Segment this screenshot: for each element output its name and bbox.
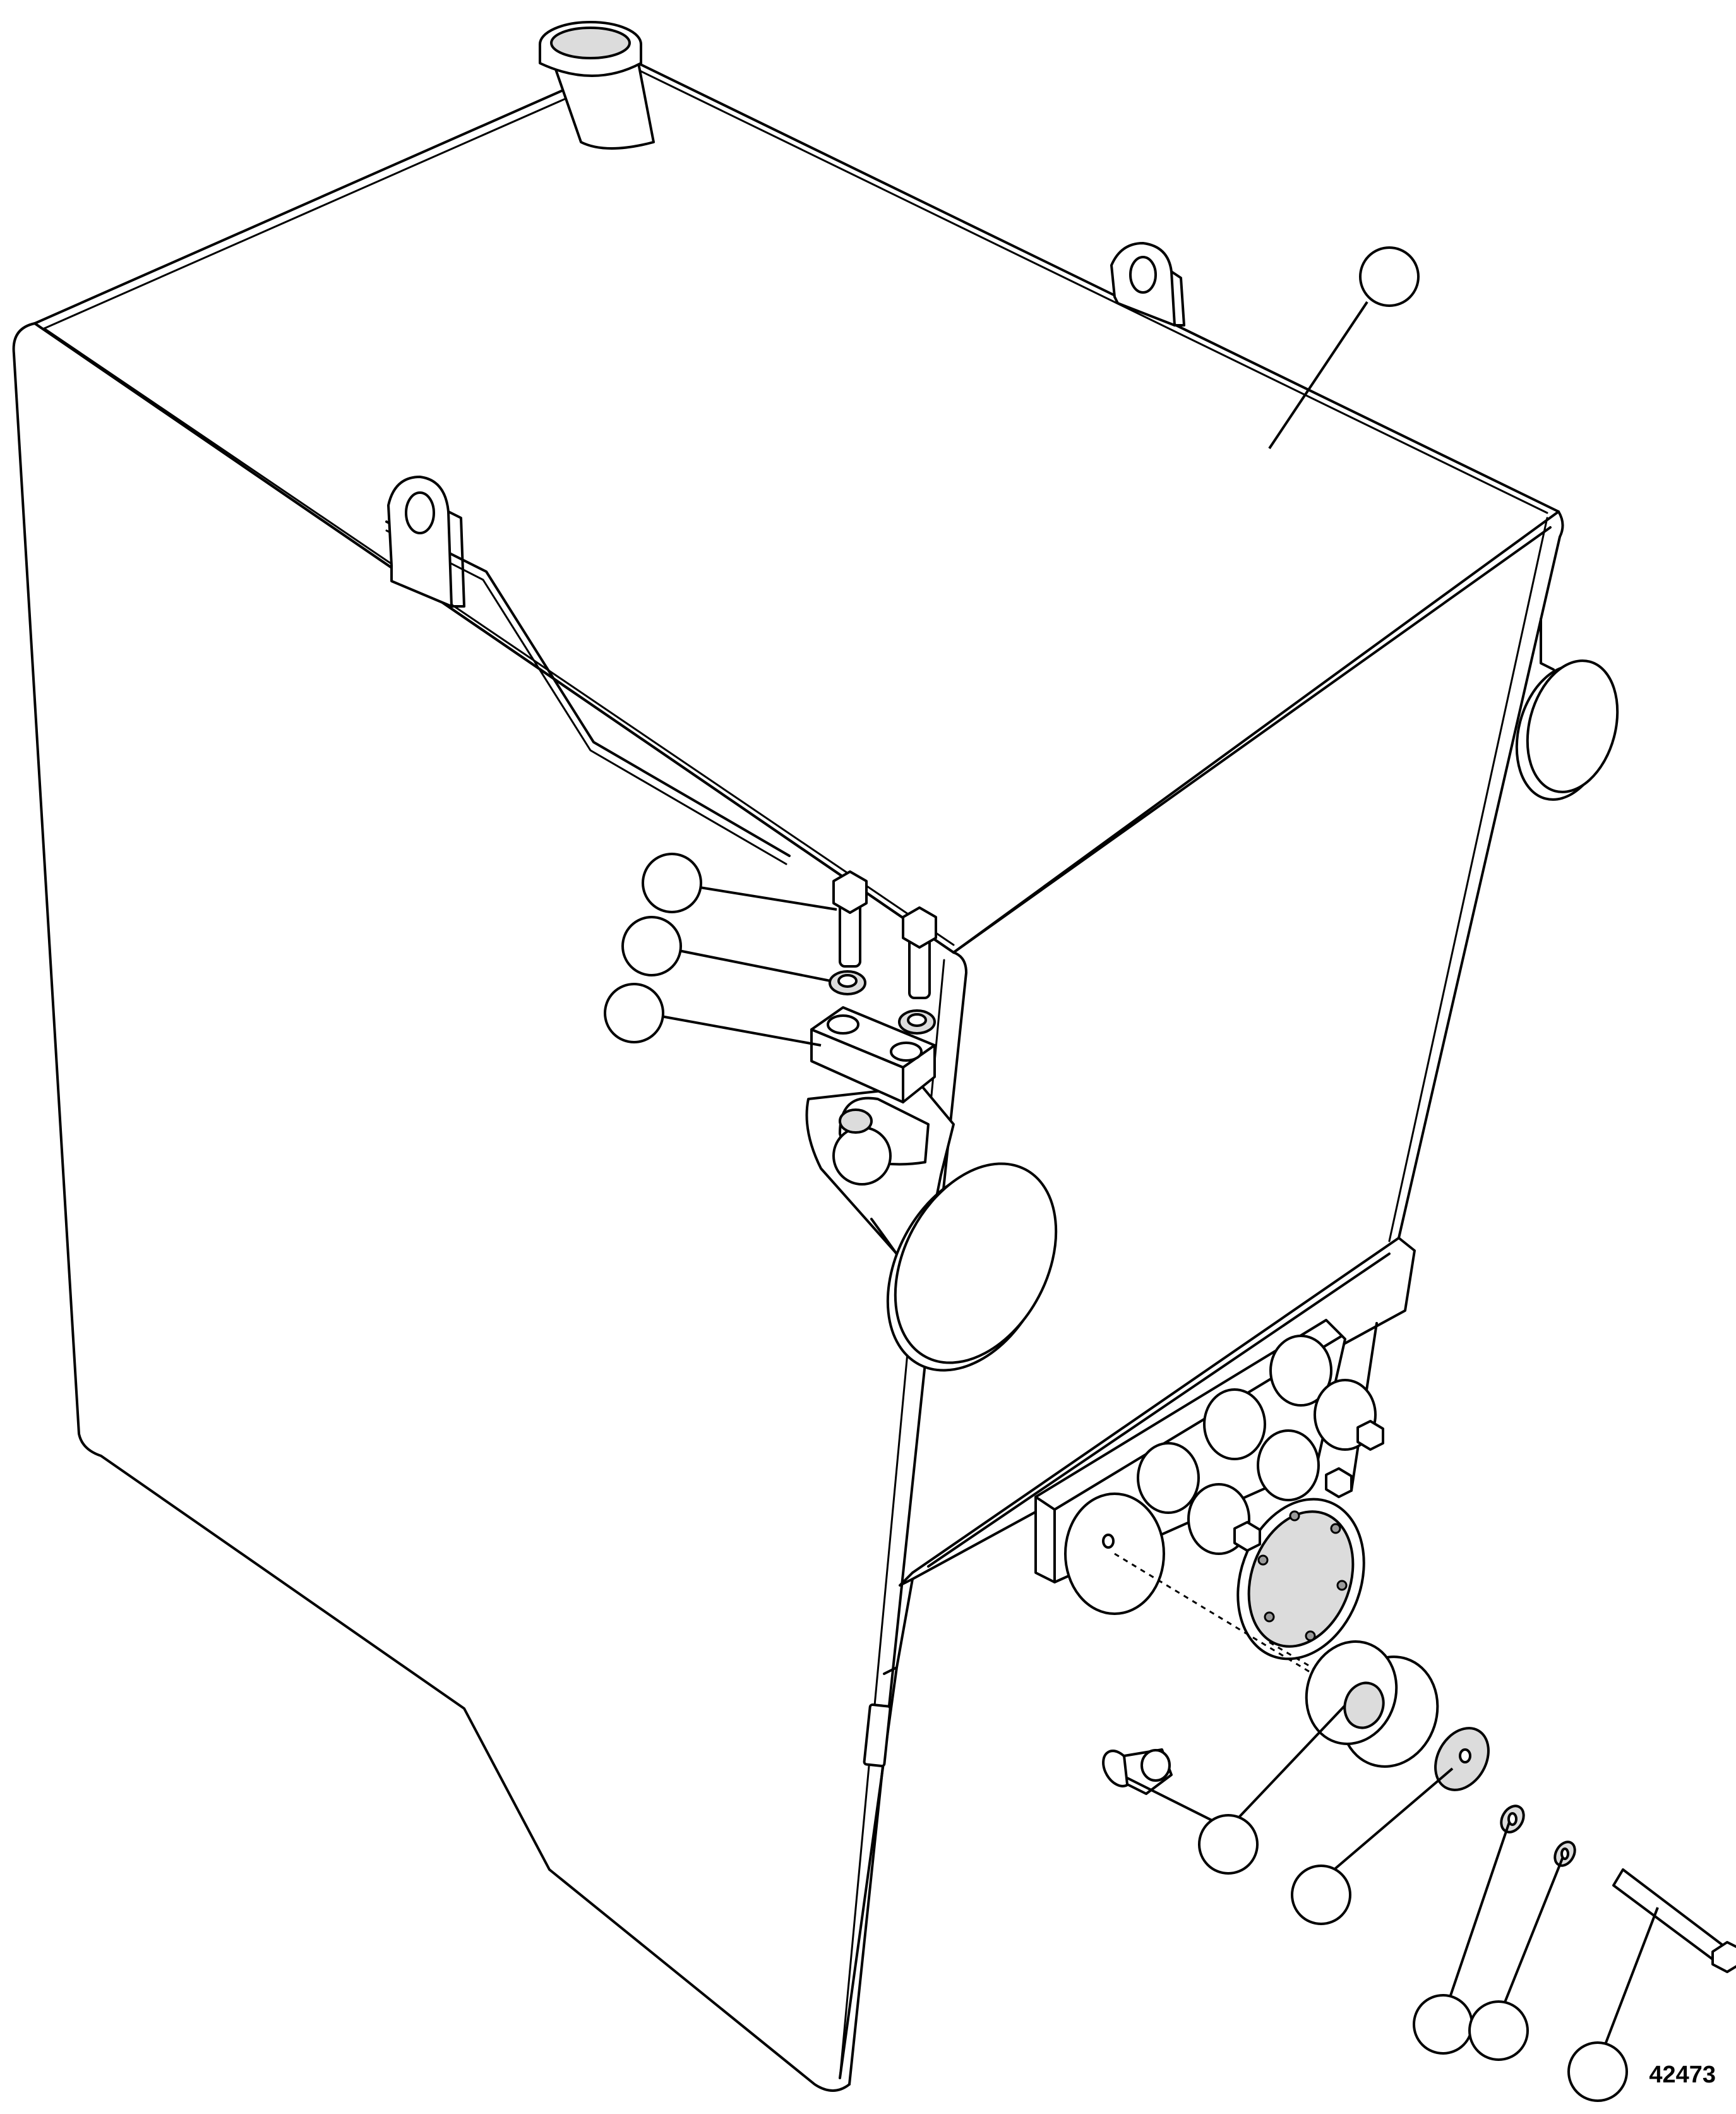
figure-number: 42473 (1649, 2062, 1716, 2088)
callout-plate-washer (1291, 1865, 1351, 1925)
callout-circles (604, 246, 1628, 2102)
filler-neck (539, 21, 655, 150)
leader-nut (1499, 1856, 1564, 2015)
long-bolt-exploded (1612, 1868, 1736, 1973)
bolt-1 (832, 870, 868, 968)
rubber-mount-exploded (1305, 1640, 1439, 1768)
drain-fitting (1102, 1748, 1173, 1795)
lifting-lug-right (1110, 242, 1185, 327)
callout-mount (1198, 1814, 1259, 1875)
tank-right-edge-upper (1398, 510, 1564, 1239)
callout-washer (621, 916, 682, 976)
leader-plate-washer (1322, 1767, 1454, 1880)
mount-assembly (1034, 1319, 1384, 1700)
tank-top-face (33, 59, 1560, 954)
tank-front-edge (848, 951, 967, 2086)
lock-washer-exploded (1500, 1805, 1525, 1834)
lifting-lug-left (387, 476, 465, 608)
callout-nut (1468, 2000, 1529, 2061)
leader-washer (662, 946, 831, 982)
callout-long-bolt (1567, 2041, 1628, 2102)
leader-clamp (647, 1012, 822, 1047)
tank-left-face-outline (12, 322, 851, 2092)
leader-lines (647, 301, 1659, 2057)
washer-2 (898, 1009, 936, 1035)
plate-washer-exploded (1434, 1727, 1490, 1791)
bolt-2 (902, 906, 937, 999)
callout-bolt (642, 853, 702, 913)
leader-long-bolt (1600, 1907, 1659, 2057)
right-mount-pad (1515, 618, 1619, 801)
leader-tank (1268, 301, 1368, 450)
leader-mount (1227, 1704, 1346, 1830)
callout-tank (1359, 246, 1420, 307)
tank-side-tab (863, 1703, 892, 1768)
clamp-assembly (805, 1006, 1058, 1372)
tank-body (12, 59, 1564, 2092)
washer-1 (829, 970, 866, 995)
nut-exploded (1553, 1841, 1576, 1867)
callout-lock-washer (1413, 1994, 1473, 2055)
leader-lock-washer (1445, 1822, 1511, 2009)
callout-clamp (604, 983, 664, 1043)
